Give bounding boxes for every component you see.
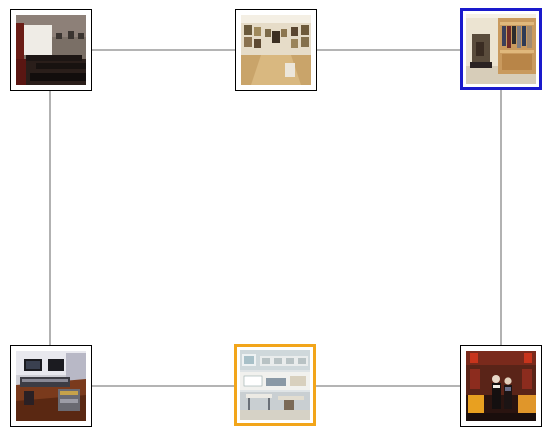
node-clothing-store[interactable] xyxy=(460,345,542,427)
node-screening-room[interactable] xyxy=(10,9,92,91)
node-art-gallery[interactable] xyxy=(235,9,317,91)
office-workroom-thumbnail xyxy=(240,350,310,420)
node-walk-in-closet[interactable] xyxy=(460,8,542,90)
screening-room-thumbnail xyxy=(16,15,86,85)
recording-studio-thumbnail xyxy=(16,351,86,421)
art-gallery-thumbnail xyxy=(241,15,311,85)
clothing-store-thumbnail xyxy=(466,351,536,421)
walk-in-closet-thumbnail xyxy=(466,14,536,84)
node-recording-studio[interactable] xyxy=(10,345,92,427)
node-office-workroom[interactable] xyxy=(234,344,316,426)
